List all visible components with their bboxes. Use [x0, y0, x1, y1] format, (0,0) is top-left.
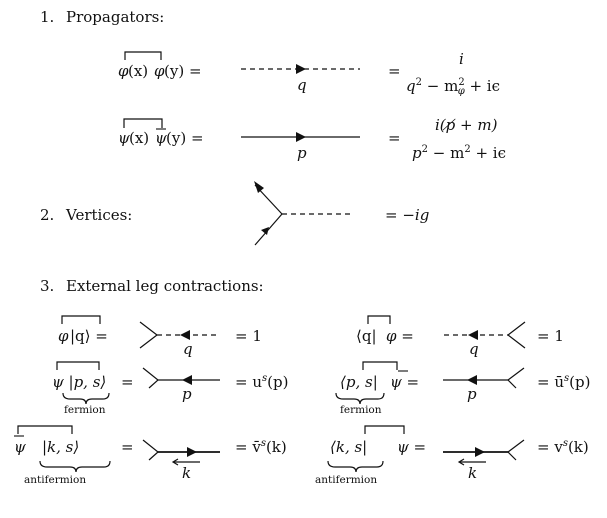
ext-psi-ket-momentum: p	[182, 385, 192, 403]
contraction-bracket-bra-psibar	[362, 361, 398, 370]
ext-psi-ket-equals: =	[121, 373, 134, 391]
ext-psi-ket-vertex	[142, 367, 159, 389]
ext-bra-psi-arrow	[475, 447, 485, 457]
ext-bra-psibar-arrow	[467, 375, 477, 385]
contraction-bracket-bra-phi	[367, 315, 391, 324]
ext-bra-psi-rhs: = vs(k)	[537, 438, 589, 456]
fermion-denominator: p2 − m2 + iϵ	[412, 144, 506, 162]
ext-bra-psi-momentum-arrowhead	[457, 458, 465, 466]
contraction-bracket-phi-ket	[61, 315, 101, 324]
ext-psibar-ket-momentum: k	[182, 464, 192, 482]
contraction-bracket-psibar-ket	[17, 425, 73, 434]
ext-bra-phi-rhs: = 1	[537, 327, 564, 345]
scalar-numerator: i	[459, 50, 464, 68]
vertex-upper-arrow	[254, 181, 264, 193]
heading-vertices: Vertices:	[66, 206, 133, 224]
ext-bra-psibar-momentum: p	[467, 385, 477, 403]
ext-psibar-ket-vertex	[142, 439, 159, 461]
vertex-value: = −ig	[385, 206, 430, 224]
fermion-equals: =	[388, 129, 401, 147]
fermion-momentum-label: p	[297, 144, 307, 162]
ext-bra-psibar-lhs: ⟨p, s|	[340, 373, 378, 391]
contraction-bracket-psi-ket	[56, 361, 100, 370]
ext-psibar-ket-arrow	[187, 447, 197, 457]
heading-propagators: Propagators:	[66, 8, 165, 26]
ext-psibar-ket-label: antifermion	[24, 474, 87, 486]
ext-psi-ket-arrow	[182, 375, 192, 385]
ext-psi-ket-rhs: = us(p)	[235, 373, 289, 391]
underbrace-fermion-2	[335, 392, 385, 405]
ext-bra-phi-momentum: q	[469, 340, 479, 358]
ext-bra-psi-label: antifermion	[315, 474, 378, 486]
scalar-momentum-label: q	[297, 76, 307, 94]
ext-psibar-ket-lhs2: |k, s⟩	[42, 438, 80, 456]
scalar-propagator-arrow	[296, 64, 306, 74]
ext-psibar-ket-lhs1: ψ	[14, 438, 26, 456]
ext-psibar-ket-equals: =	[121, 438, 134, 456]
ext-psi-ket-label: fermion	[64, 404, 106, 416]
ext-bra-psi-lhs: ⟨k, s|	[330, 438, 368, 456]
heading-external-legs: External leg contractions:	[66, 277, 264, 295]
ext-phi-ket-vertex	[139, 321, 158, 349]
vertex-lower-arrow	[261, 227, 269, 235]
ext-psibar-ket-rhs: = v̄s(k)	[235, 438, 287, 456]
heading-3-number: 3.	[40, 277, 55, 295]
contraction-bracket-scalar	[124, 51, 162, 60]
contraction-bracket-bra-psi	[364, 425, 405, 434]
ext-phi-ket-rhs: = 1	[235, 327, 262, 345]
fermion-numerator: i(p̸ + m)	[435, 116, 498, 134]
ext-bra-psibar-lhs2: ψ =	[390, 373, 420, 391]
ext-bra-psi-momentum: k	[468, 464, 478, 482]
vertex-leg-lower	[254, 213, 283, 246]
underbrace-antifermion-1	[39, 460, 111, 473]
ext-bra-phi-vertex	[507, 321, 526, 349]
scalar-equals: =	[388, 62, 401, 80]
ext-phi-ket-arrow	[180, 330, 190, 340]
ext-bra-psibar-label: fermion	[340, 404, 382, 416]
ext-bra-psibar-vertex	[507, 367, 525, 389]
underbrace-fermion-1	[62, 392, 110, 405]
underbrace-antifermion-2	[327, 460, 384, 473]
ext-bra-psibar-rhs: = ūs(p)	[537, 373, 591, 391]
ext-bra-psi-lhs2: ψ =	[397, 438, 427, 456]
heading-1-number: 1.	[40, 8, 55, 26]
ext-psibar-ket-momentum-arrowhead	[171, 458, 179, 466]
heading-2-number: 2.	[40, 206, 55, 224]
fermion-propagator-arrow	[296, 132, 306, 142]
ext-bra-phi-arrow	[468, 330, 478, 340]
ext-bra-psi-vertex	[507, 439, 525, 461]
ext-phi-ket-momentum: q	[183, 340, 193, 358]
ext-psi-ket-lhs: ψ |p, s⟩	[52, 373, 107, 391]
scalar-denominator: q2 − m2φ + iϵ	[406, 77, 501, 97]
contraction-bracket-fermion	[123, 118, 163, 128]
